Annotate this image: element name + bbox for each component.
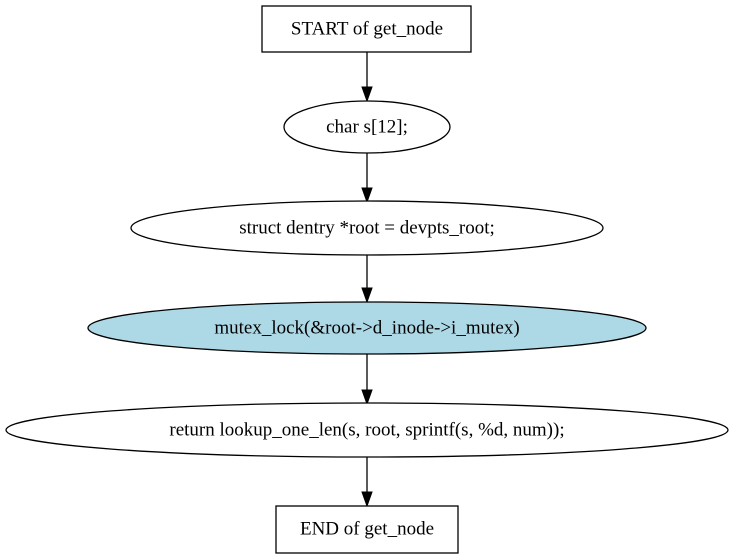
arrowhead-icon [361,287,373,304]
char-decl-ellipse [283,100,451,154]
struct-root-label: struct dentry *root = devpts_root; [239,217,495,238]
struct-root-node: struct dentry *root = devpts_root; [130,200,604,256]
start-node: START of get_node [261,5,472,53]
mutex-lock-label: mutex_lock(&root->d_inode->i_mutex) [214,317,519,338]
edge-start-to-n1 [361,52,373,103]
edge-n4-to-end [361,456,373,508]
arrowhead-icon [361,187,373,204]
arrowhead-icon [361,389,373,406]
return-lookup-ellipse [5,402,729,458]
edge-n1-to-n2 [361,153,373,204]
start-node-box [261,5,472,53]
end-node-box [275,505,459,554]
end-node: END of get_node [275,505,459,554]
char-decl-label: char s[12]; [326,116,408,137]
start-node-label: START of get_node [291,18,443,39]
mutex-lock-node: mutex_lock(&root->d_inode->i_mutex) [87,301,647,355]
arrowhead-icon [361,491,373,508]
edge-n3-to-n4 [361,354,373,406]
struct-root-ellipse [130,200,604,256]
edge-n2-to-n3 [361,255,373,304]
arrowhead-icon [361,86,373,103]
return-lookup-label: return lookup_one_len(s, root, sprintf(s… [169,419,564,440]
return-lookup-node: return lookup_one_len(s, root, sprintf(s… [5,402,729,458]
end-node-label: END of get_node [300,518,434,539]
mutex-lock-ellipse [87,301,647,355]
char-decl-node: char s[12]; [283,100,451,154]
